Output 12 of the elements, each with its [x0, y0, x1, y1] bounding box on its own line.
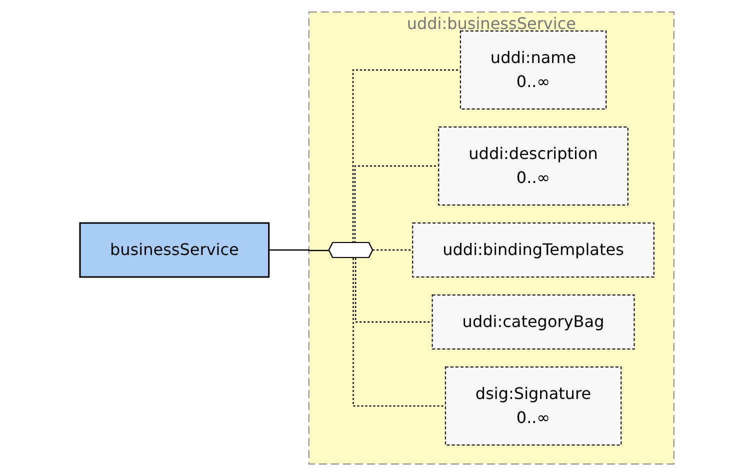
node-box: dsig:Signature 0..∞: [444, 366, 622, 445]
connector: [268, 248, 329, 251]
connector: [372, 248, 412, 251]
node-box: uddi:bindingTemplates: [412, 222, 654, 277]
connector: [354, 164, 438, 242]
connector: [352, 258, 445, 406]
node-box: uddi:name 0..∞: [459, 30, 606, 109]
node-box: uddi:categoryBag: [431, 294, 634, 349]
node-box: businessService: [78, 222, 270, 278]
connector: [354, 258, 432, 322]
connector: [352, 68, 460, 242]
node-box: uddi:description 0..∞: [438, 126, 628, 205]
